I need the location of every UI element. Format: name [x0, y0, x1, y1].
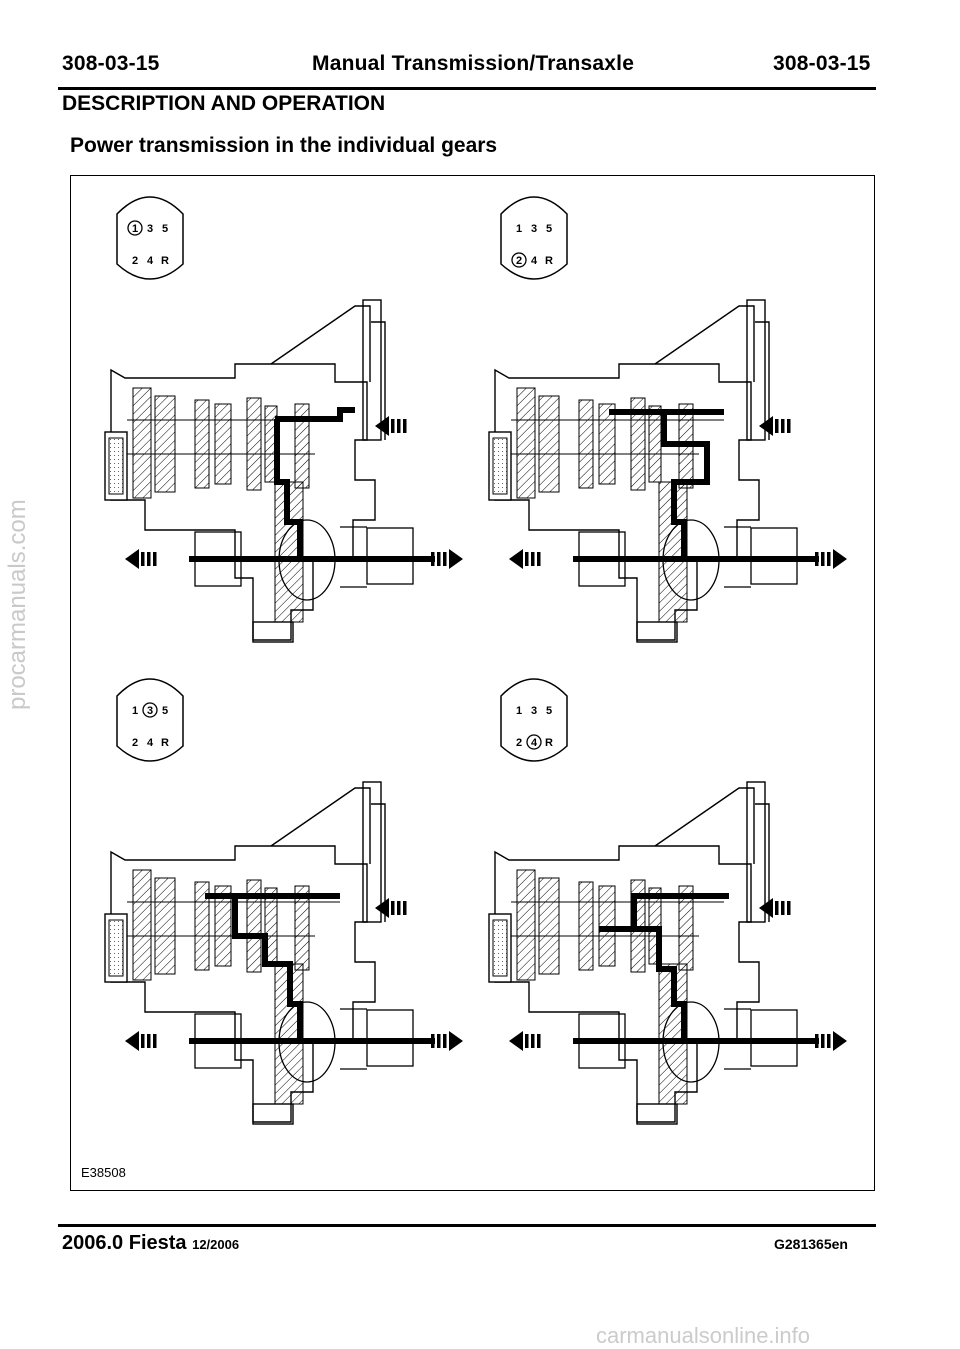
- footer-code: G281365en: [774, 1236, 848, 1252]
- power-flow-path: [274, 407, 355, 559]
- section-title: DESCRIPTION AND OPERATION: [62, 92, 386, 115]
- gear-label: 4: [147, 255, 154, 267]
- gear-label: 4: [531, 737, 538, 749]
- selected-gear-ring: [511, 252, 527, 268]
- selected-gear-ring: [526, 734, 542, 750]
- input-direction-arrow: [759, 898, 791, 918]
- power-flow-path: [609, 409, 724, 559]
- gear-label: 1: [516, 223, 522, 235]
- gear-label: 5: [162, 223, 168, 235]
- watermark-side: procarmanuals.com: [4, 499, 31, 710]
- header-rule: [58, 87, 876, 90]
- gear-label: 3: [531, 223, 537, 235]
- watermark-bottom: carmanualsonline.info: [596, 1323, 811, 1348]
- gear-label: 1: [132, 705, 138, 717]
- gear-label: 2: [132, 255, 138, 267]
- header-section-number-right: 308-03-15: [773, 52, 871, 75]
- gear-label: 3: [147, 223, 153, 235]
- subtitle: Power transmission in the individual gea…: [70, 134, 498, 157]
- gear-label: 3: [147, 705, 153, 717]
- gear-label: 2: [516, 737, 522, 749]
- transmission-housing: [488, 781, 770, 1125]
- gear-label: 5: [546, 223, 552, 235]
- gear-label: 3: [531, 705, 537, 717]
- left-output-arrow: [125, 549, 157, 569]
- gear-label: 2: [132, 737, 138, 749]
- footer-rule: [58, 1224, 876, 1227]
- left-output-arrow: [509, 1031, 541, 1051]
- header-title: Manual Transmission/Transaxle: [312, 52, 635, 75]
- gear-sets: [516, 869, 694, 981]
- left-output-arrow: [509, 549, 541, 569]
- gear-label: 5: [546, 705, 552, 717]
- power-flow-path: [205, 893, 340, 1041]
- transmission-housing: [488, 299, 770, 643]
- input-direction-arrow: [375, 898, 407, 918]
- gear-label: R: [545, 737, 553, 749]
- input-direction-arrow: [759, 416, 791, 436]
- right-output-arrow: [815, 549, 847, 569]
- right-output-arrow: [815, 1031, 847, 1051]
- input-direction-arrow: [375, 416, 407, 436]
- gear-label: 4: [531, 255, 538, 267]
- power-flow-path: [599, 893, 729, 1041]
- gear-label: 5: [162, 705, 168, 717]
- gear-label: 1: [132, 223, 138, 235]
- gear-label: R: [161, 737, 169, 749]
- transmission-housing: [104, 299, 386, 643]
- gear-label: 2: [516, 255, 522, 267]
- right-output-arrow: [431, 1031, 463, 1051]
- shafts: [511, 419, 724, 455]
- selected-gear-ring: [127, 220, 143, 236]
- right-output-arrow: [431, 549, 463, 569]
- footer-model: 2006.0 Fiesta 12/2006: [62, 1232, 239, 1255]
- header-section-number-left: 308-03-15: [62, 52, 160, 75]
- selected-gear-ring: [142, 702, 158, 718]
- gear-label: R: [545, 255, 553, 267]
- footer-date: 12/2006: [192, 1237, 240, 1252]
- left-output-arrow: [125, 1031, 157, 1051]
- transmission-housing: [104, 781, 386, 1125]
- gear-label: 1: [516, 705, 522, 717]
- gear-label: R: [161, 255, 169, 267]
- shafts: [511, 901, 724, 937]
- footer-model-name: 2006.0 Fiesta: [62, 1232, 187, 1254]
- figure-id: E38508: [81, 1165, 126, 1180]
- gear-label: 4: [147, 737, 154, 749]
